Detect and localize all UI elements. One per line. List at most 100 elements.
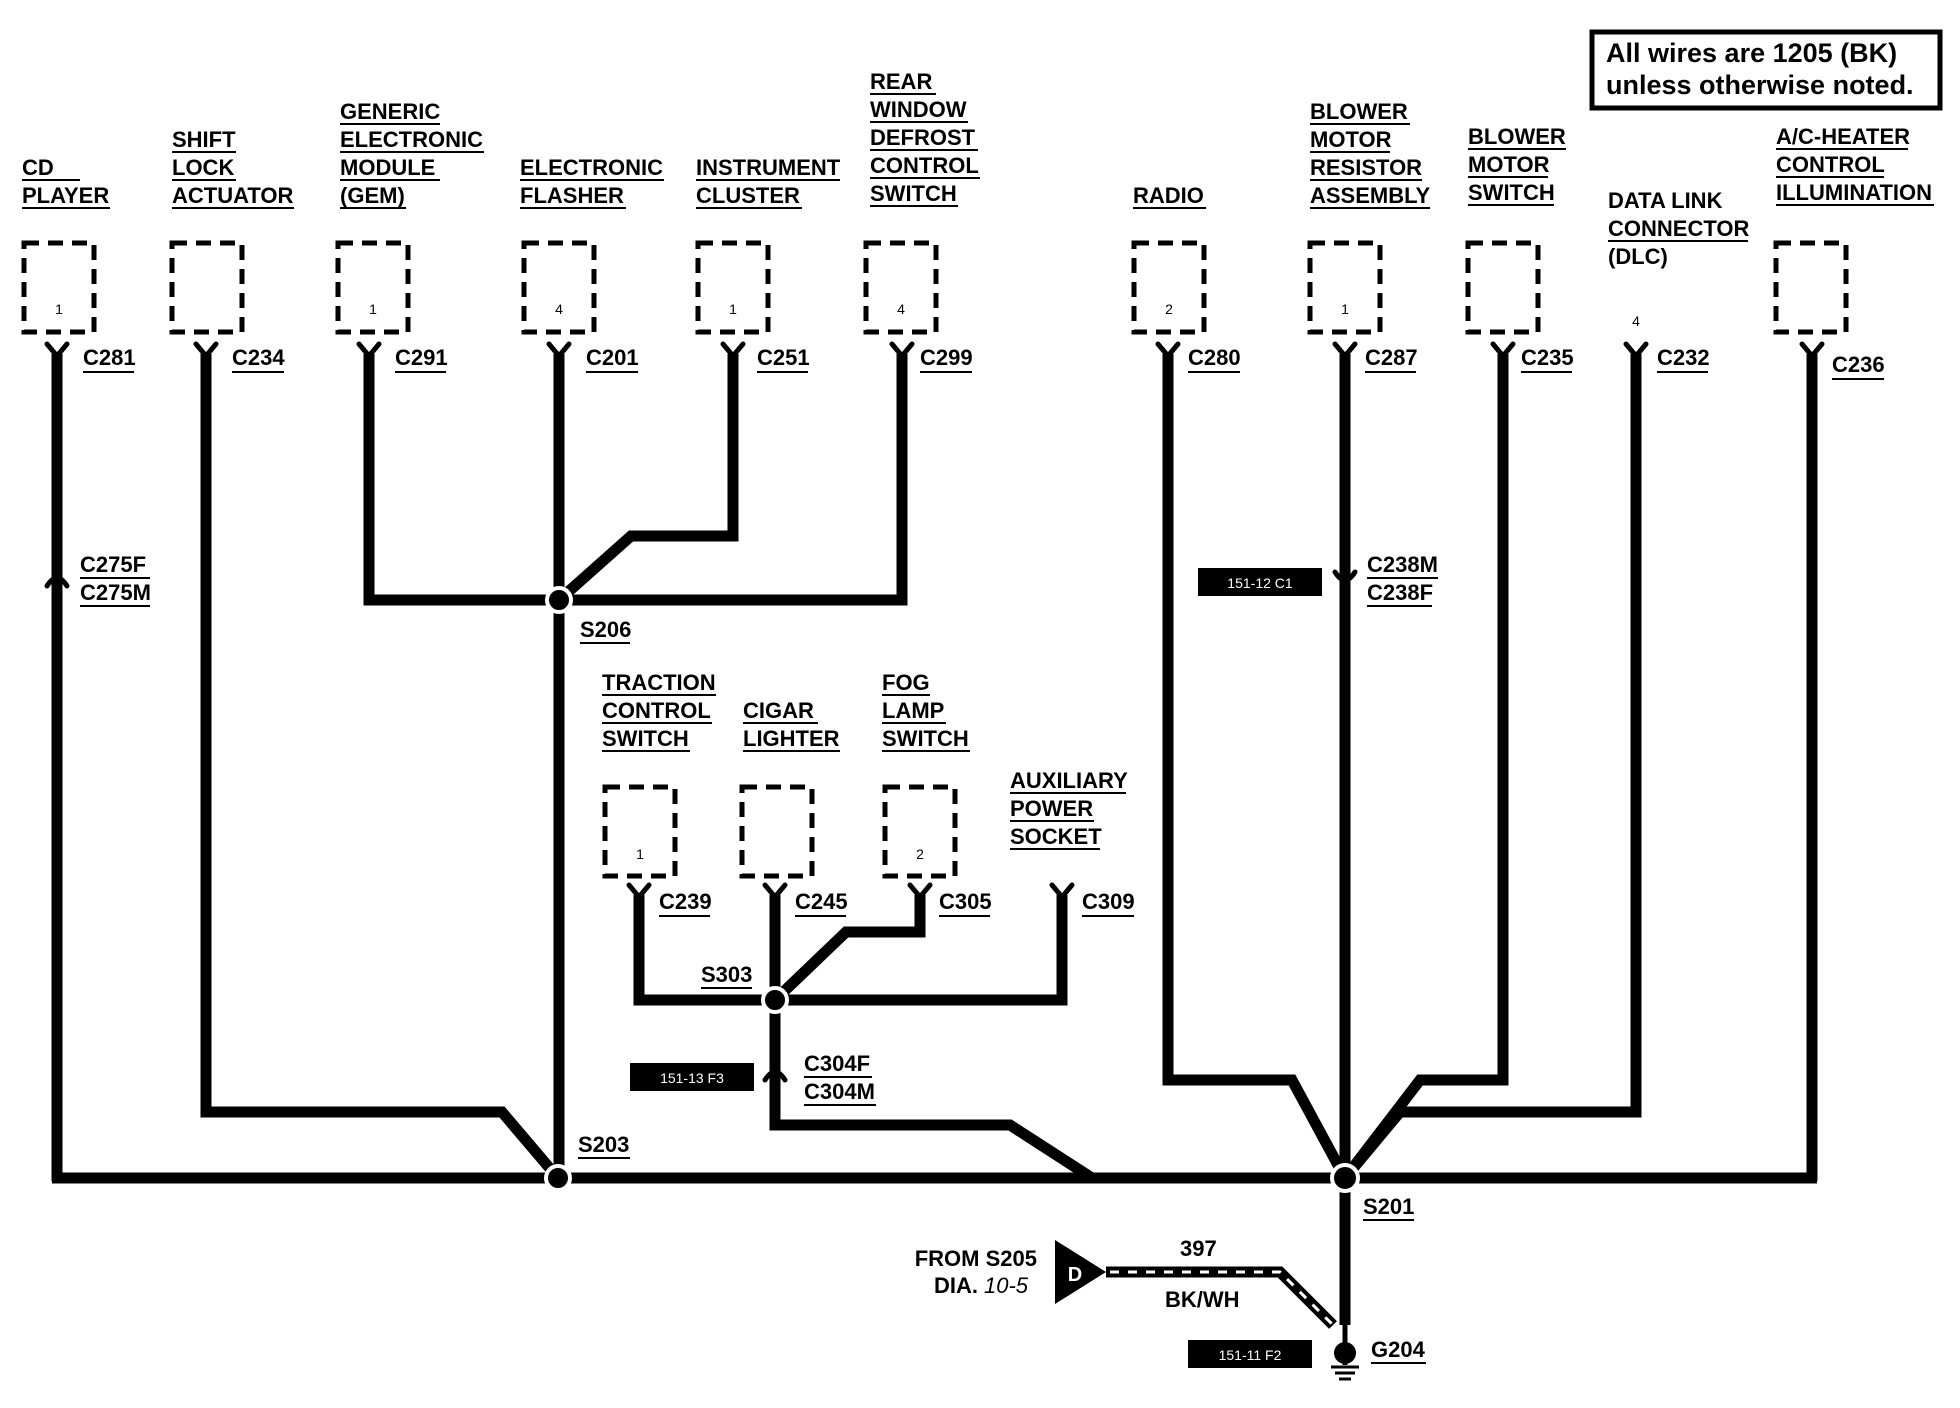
- note-line-2: unless otherwise noted.: [1606, 70, 1914, 100]
- instrument-cluster-box: [695, 240, 771, 335]
- wire-c280: [1162, 354, 1350, 1181]
- wire-c234: [200, 354, 563, 1182]
- label-s201: S201: [1363, 1194, 1414, 1219]
- terminal-c239: [626, 882, 652, 901]
- feed-color: BK/WH: [1165, 1287, 1240, 1312]
- connector-underlines: [80, 371, 1884, 1106]
- wire-c291: [363, 354, 559, 606]
- component-labels: CD PLAYER SHIFT LOCK ACTUATOR GENERIC EL…: [22, 69, 1932, 849]
- wire-c299: [559, 354, 908, 606]
- conn-c309: C309: [1082, 889, 1135, 914]
- conn-c235: C235: [1521, 345, 1574, 370]
- feed-circuit: 397: [1180, 1236, 1217, 1261]
- pin-rear-defrost: 4: [897, 301, 905, 317]
- feed-marker: D: [1055, 1240, 1106, 1304]
- ref-tag-2-text: 151-13 F3: [660, 1070, 724, 1086]
- terminal-c281: [44, 341, 70, 360]
- pin-fog: 2: [916, 846, 924, 862]
- ref-tag-1: [1198, 568, 1322, 596]
- conn-c234: C234: [232, 345, 285, 370]
- feed-from: FROM S205: [915, 1246, 1037, 1271]
- terminal-c234: [193, 341, 219, 360]
- wire-c304: [769, 1000, 1095, 1183]
- wire-c235: [1340, 354, 1509, 1182]
- terminal-c299: [889, 341, 915, 360]
- splice-s303: [761, 986, 789, 1014]
- conn-c238f: C238F: [1367, 580, 1433, 605]
- label-radio: RADIO: [1133, 183, 1204, 208]
- terminal-c287: [1332, 341, 1358, 360]
- terminal-c201: [546, 341, 572, 360]
- conn-c275m: C275M: [80, 580, 151, 605]
- inline-c304: [762, 1069, 788, 1083]
- label-blower-switch: BLOWER MOTOR SWITCH: [1468, 124, 1572, 205]
- conn-c280: C280: [1188, 345, 1241, 370]
- traction-box: [602, 784, 678, 879]
- label-blower-resistor: BLOWER MOTOR RESISTOR ASSEMBLY: [1310, 99, 1431, 208]
- label-g204: G204: [1371, 1337, 1426, 1362]
- ref-tag-3: [1188, 1340, 1312, 1368]
- note-line-1: All wires are 1205 (BK): [1606, 38, 1897, 68]
- label-s206: S206: [580, 617, 631, 642]
- terminal-c280: [1155, 341, 1181, 360]
- conn-c281: C281: [83, 345, 136, 370]
- terminal-c291: [356, 341, 382, 360]
- terminal-c305: [907, 882, 933, 901]
- conn-c299: C299: [920, 345, 973, 370]
- connector-labels: C281 C234 C291 C201 C251 C299 C280 C287 …: [80, 345, 1885, 1104]
- wire-c239: [633, 895, 775, 1006]
- ac-heater-box: [1773, 240, 1849, 335]
- conn-c232: C232: [1657, 345, 1710, 370]
- pin-radio: 2: [1165, 301, 1173, 317]
- terminal-c232: [1623, 341, 1649, 360]
- conn-c304m: C304M: [804, 1079, 875, 1104]
- blower-resistor-box: [1307, 240, 1383, 335]
- splice-s201: [1330, 1163, 1360, 1193]
- pin-dlc: 4: [1632, 313, 1640, 329]
- splice-s203: [544, 1164, 572, 1192]
- wire-c251: [555, 354, 739, 605]
- conn-c201: C201: [586, 345, 639, 370]
- rear-defrost-box: [863, 240, 939, 335]
- radio-box: [1131, 240, 1207, 335]
- blower-switch-box: [1465, 240, 1541, 335]
- wire-397-stripe: [1110, 1270, 1335, 1327]
- terminal-c251: [720, 341, 746, 360]
- conn-c275f: C275F: [80, 552, 146, 577]
- ref-tag-2: [630, 1063, 754, 1091]
- label-underlines: [22, 93, 1934, 850]
- conn-c238m: C238M: [1367, 552, 1438, 577]
- conn-c245: C245: [795, 889, 848, 914]
- pin-flasher: 4: [555, 301, 563, 317]
- flasher-box: [521, 240, 597, 335]
- fog-box: [882, 784, 958, 879]
- terminal-c309: [1049, 882, 1075, 901]
- splice-labels: S206 S303 S203 S201 G204: [578, 617, 1426, 1362]
- conn-c251: C251: [757, 345, 810, 370]
- terminal-c236: [1799, 341, 1825, 360]
- ref-tag-3-text: 151-11 F2: [1219, 1347, 1282, 1363]
- gem-box: [335, 240, 411, 335]
- wire-c309: [775, 895, 1068, 1006]
- terminal-c235: [1490, 341, 1516, 360]
- splice-s206: [545, 586, 573, 614]
- conn-c304f: C304F: [804, 1051, 870, 1076]
- pin-traction: 1: [636, 846, 644, 862]
- inline-c275: [44, 575, 70, 589]
- pin-instrument-cluster: 1: [729, 301, 737, 317]
- label-aux-power: AUXILIARY POWER SOCKET: [1010, 768, 1133, 849]
- ref-tag-1-text: 151-12 C1: [1227, 575, 1293, 591]
- conn-c305: C305: [939, 889, 992, 914]
- label-cd-player: CD PLAYER: [22, 155, 109, 208]
- label-shift-lock: SHIFT LOCK ACTUATOR: [172, 127, 294, 208]
- label-s303: S303: [701, 962, 752, 987]
- terminal-c245: [762, 882, 788, 901]
- label-fog: FOG LAMP SWITCH: [882, 670, 969, 751]
- wire-c232: [1340, 354, 1642, 1182]
- cd-player-box: [21, 240, 97, 335]
- wires: [51, 354, 1818, 1329]
- conn-c287: C287: [1365, 345, 1418, 370]
- label-traction: TRACTION CONTROL SWITCH: [602, 670, 722, 751]
- label-gem: GENERIC ELECTRONIC MODULE (GEM): [340, 99, 489, 208]
